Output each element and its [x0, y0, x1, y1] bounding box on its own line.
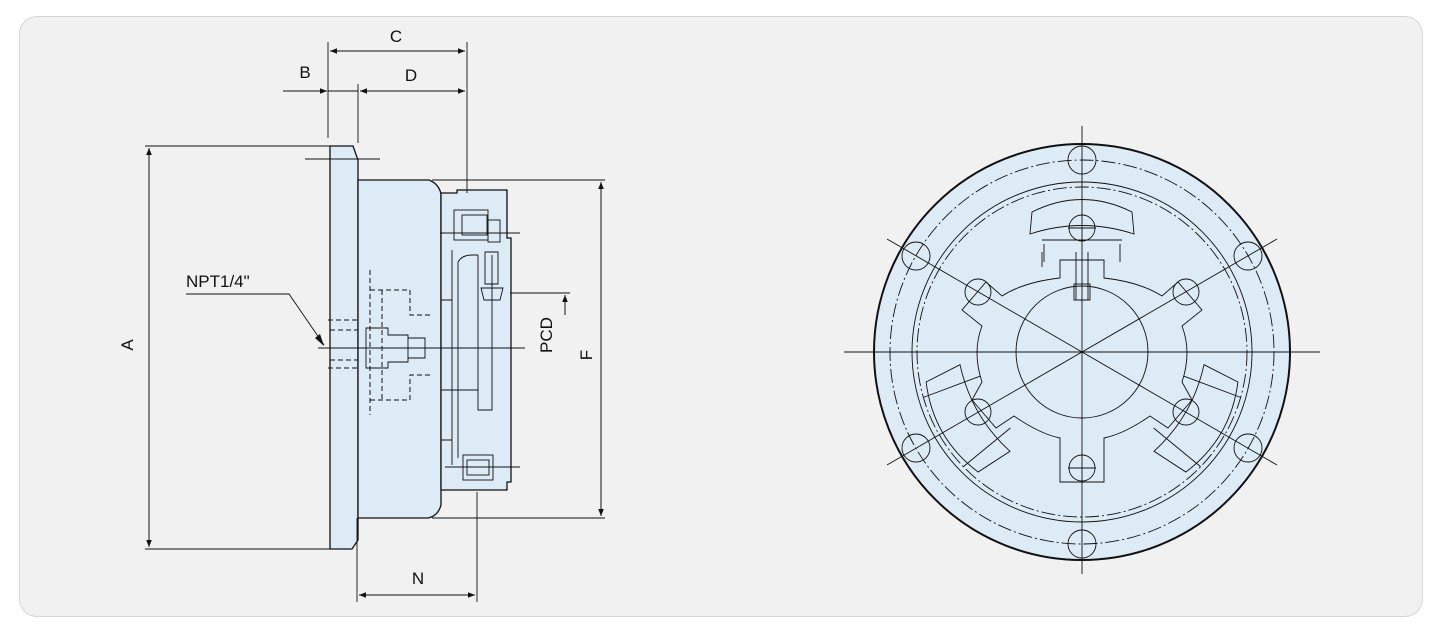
- dim-label-B: B: [299, 63, 310, 82]
- front-jaw-section: [440, 189, 512, 491]
- chuck-body: [357, 179, 442, 519]
- side-view: A C B D F PCD N NPT1/4": [118, 27, 605, 602]
- dim-label-N: N: [412, 569, 424, 588]
- dim-label-PCD: PCD: [537, 317, 556, 353]
- front-view: [844, 126, 1320, 574]
- port-label-npt: NPT1/4": [186, 272, 250, 291]
- dim-label-A: A: [118, 339, 137, 351]
- dim-label-C: C: [390, 27, 402, 46]
- dim-label-F: F: [577, 350, 596, 360]
- rear-flange: [329, 145, 359, 550]
- dim-label-D: D: [405, 66, 417, 85]
